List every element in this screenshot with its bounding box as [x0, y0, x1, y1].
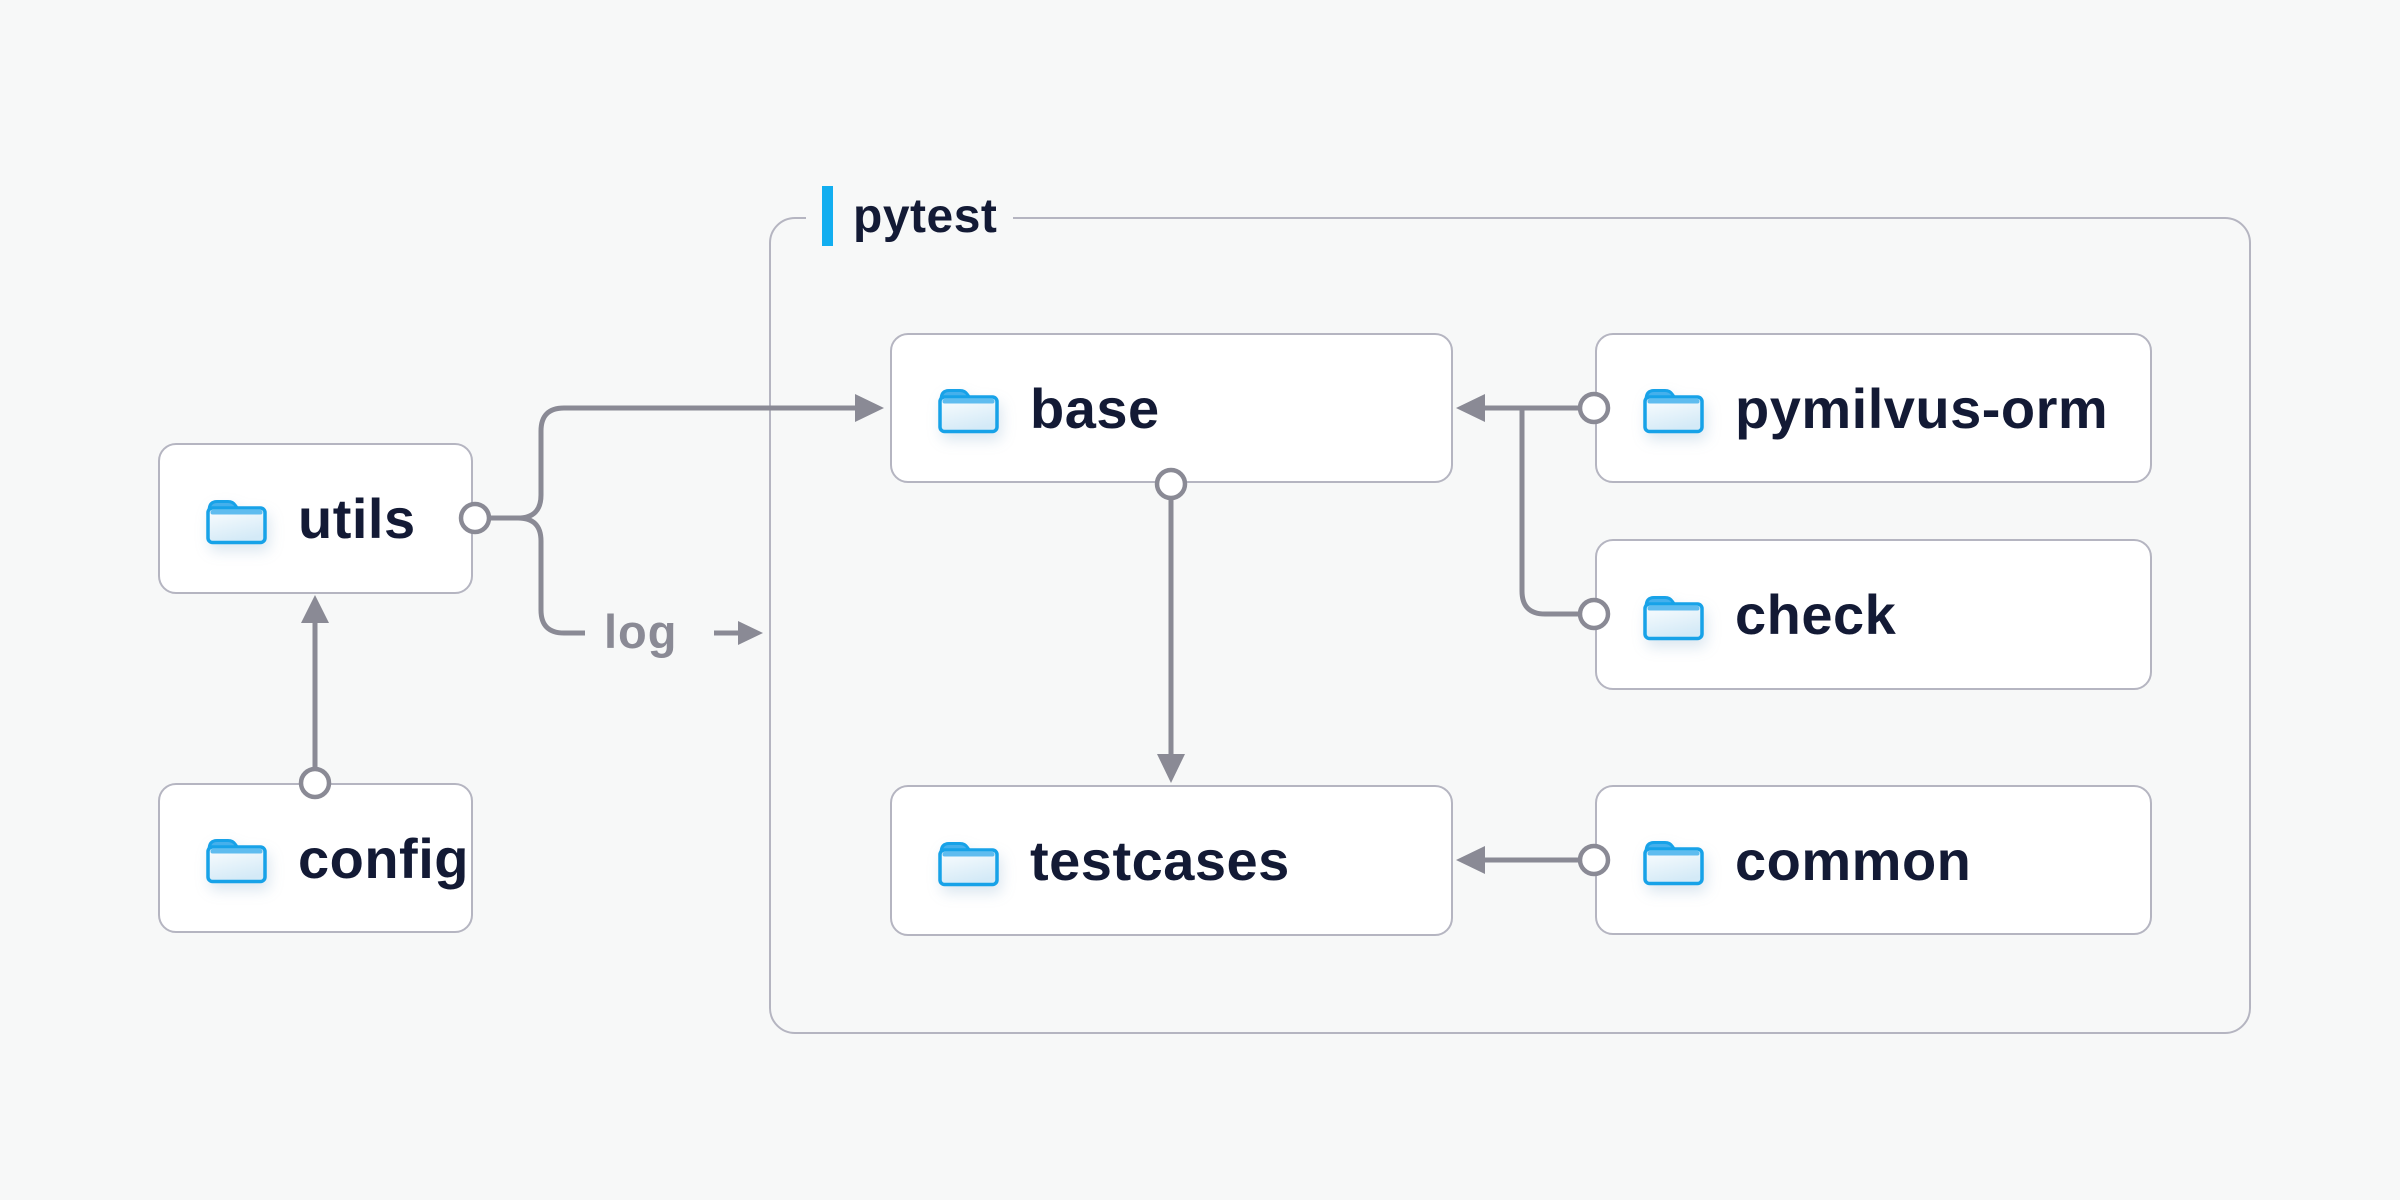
node-check: check	[1595, 539, 2152, 690]
node-label-utils: utils	[298, 487, 416, 550]
node-label-pymilvus-orm: pymilvus-orm	[1735, 376, 2109, 440]
node-label-config: config	[298, 826, 469, 890]
node-label-testcases: testcases	[1030, 829, 1290, 892]
node-base: base	[890, 333, 1453, 483]
folder-icon	[206, 839, 267, 884]
edge-config-utils	[298, 595, 332, 800]
pytest-group-container	[769, 217, 2251, 1034]
folder-icon	[1643, 841, 1704, 886]
pytest-group-label: pytest	[806, 181, 1014, 251]
node-utils: utils	[158, 443, 473, 594]
node-label-base: base	[1030, 376, 1160, 440]
node-common: common	[1595, 785, 2152, 935]
arrowhead-up-icon	[301, 595, 329, 623]
vertical-bar-icon	[822, 186, 833, 246]
edge-label-log: log	[604, 605, 678, 658]
folder-icon	[938, 389, 999, 434]
node-testcases: testcases	[890, 785, 1453, 936]
folder-icon	[1643, 595, 1704, 640]
folder-icon	[938, 841, 999, 886]
folder-icon	[206, 499, 267, 544]
node-label-check: check	[1735, 583, 1897, 646]
pytest-group-title: pytest	[853, 189, 998, 243]
arrowhead-right-icon	[738, 621, 763, 645]
folder-icon	[1643, 389, 1704, 434]
node-label-common: common	[1735, 828, 1972, 892]
node-config: config	[158, 783, 473, 933]
node-pymilvus-orm: pymilvus-orm	[1595, 333, 2152, 483]
